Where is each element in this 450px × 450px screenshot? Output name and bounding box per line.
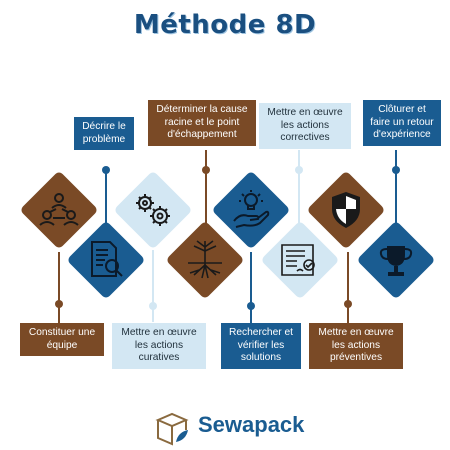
team-icon: [39, 193, 79, 226]
gears-icon: [136, 194, 170, 226]
step-2-label: Décrire le problème: [74, 117, 134, 150]
step-5-label: Rechercher et vérifier les solutions: [221, 323, 301, 369]
connector-dot-5: [247, 302, 255, 310]
shield-icon: [332, 192, 360, 228]
brand-name: Sewapack: [198, 412, 305, 437]
page-title: Méthode 8D: [133, 10, 317, 40]
document-check-icon: [281, 244, 315, 276]
connector-5: [250, 252, 252, 324]
connector-1: [58, 252, 60, 324]
trophy-icon: [379, 246, 413, 276]
connector-dot-1: [55, 300, 63, 308]
connector-8: [395, 150, 397, 230]
connector-7: [347, 252, 349, 324]
connector-3: [152, 250, 154, 322]
step-1-label: Constituer une équipe: [20, 323, 104, 356]
connector-dot-3: [149, 302, 157, 310]
step-8-label: Clôturer et faire un retour d'expérience: [363, 100, 441, 146]
roots-tree-icon: [188, 240, 222, 279]
idea-hand-icon: [233, 190, 270, 228]
connector-dot-6: [295, 166, 303, 174]
connector-dot-2: [102, 166, 110, 174]
connector-dot-7: [344, 300, 352, 308]
step-7-label: Mettre en œuvre les actions préventives: [309, 323, 403, 369]
step-4-label: Déterminer la cause racine et le point d…: [148, 100, 256, 146]
connector-6: [298, 150, 300, 230]
box-leaf-logo-icon: [155, 412, 189, 446]
step-3-label: Mettre en œuvre les actions curatives: [112, 323, 206, 369]
report-search-icon: [91, 241, 123, 277]
step-6-label: Mettre en œuvre les actions correctives: [259, 103, 351, 149]
connector-4: [205, 150, 207, 230]
connector-2: [105, 170, 107, 230]
connector-dot-4: [202, 166, 210, 174]
connector-dot-8: [392, 166, 400, 174]
